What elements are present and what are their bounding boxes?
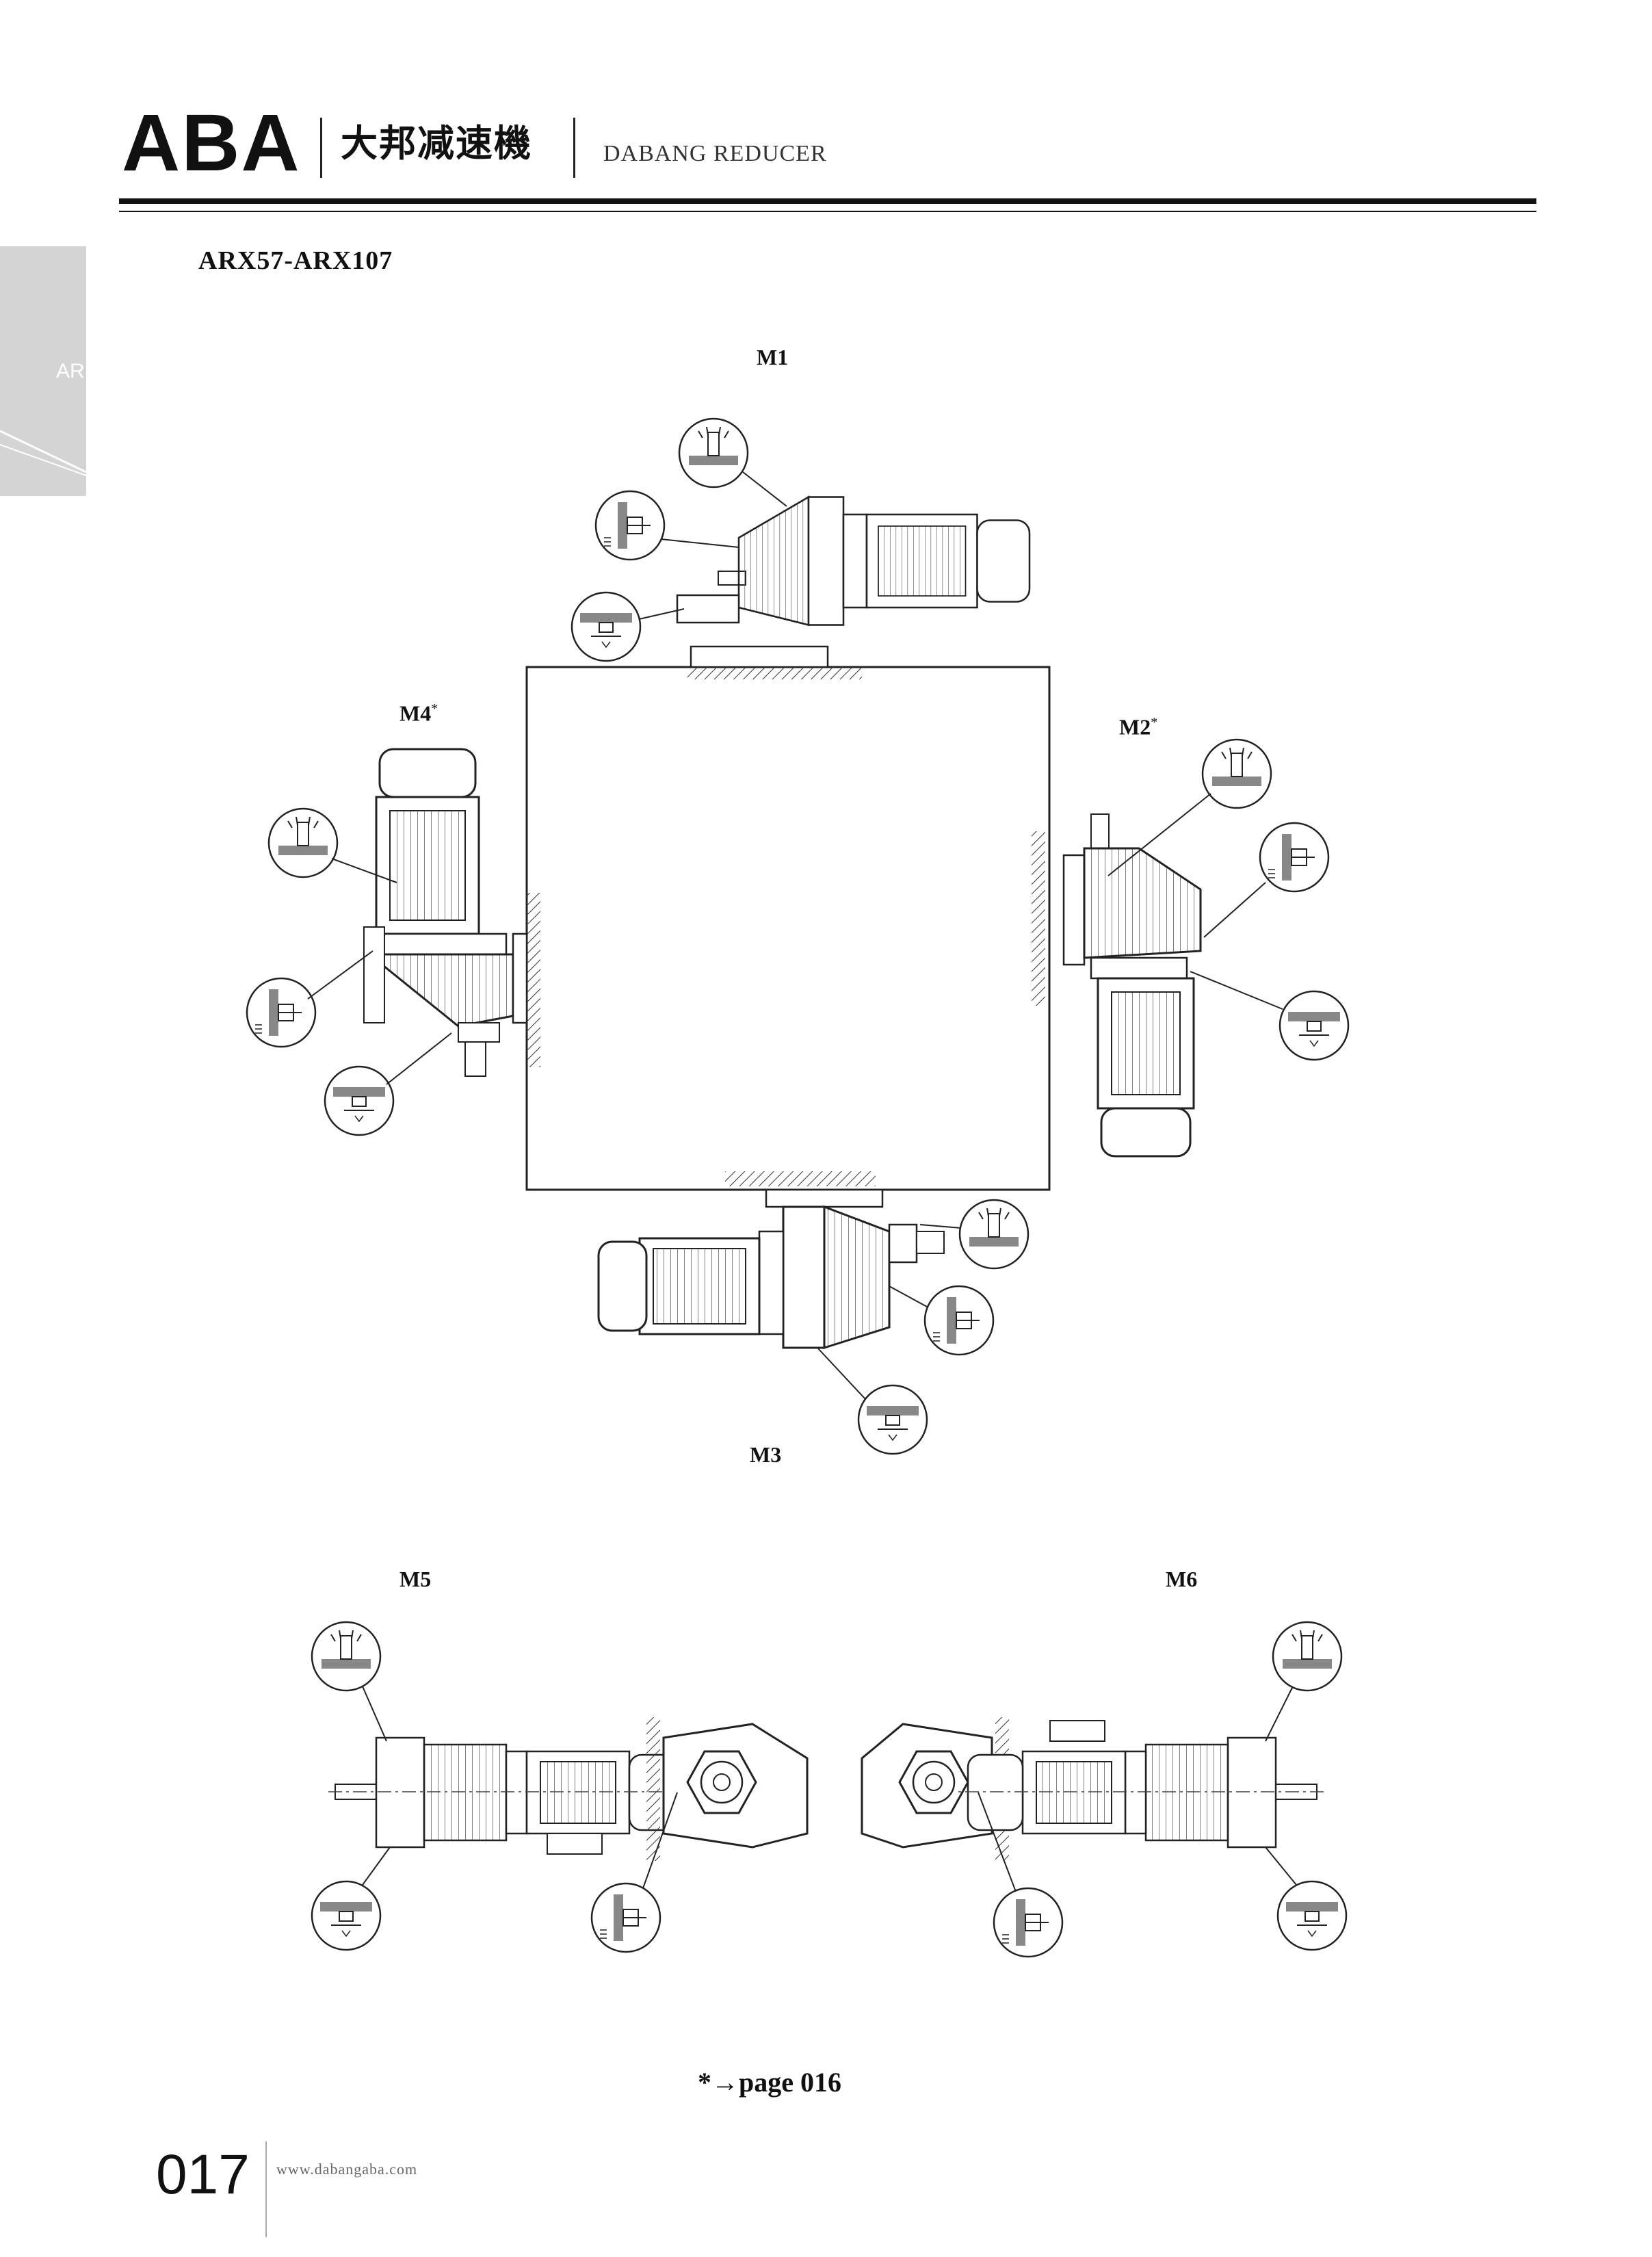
m3-gear-unit <box>597 1188 945 1350</box>
company-name-en: DABANG REDUCER <box>603 141 827 166</box>
m3-floor <box>725 1171 876 1186</box>
m6-gear-unit <box>954 1720 1324 1849</box>
mounting-frame <box>525 666 1051 1191</box>
m4-wall <box>527 893 540 1067</box>
page-number: 017 <box>156 2143 250 2206</box>
m1-gear-unit <box>676 495 1031 679</box>
label-m2: M2* <box>1119 714 1158 740</box>
m5-end-view <box>646 1717 809 1861</box>
section-title: ARX57-ARX107 <box>198 246 393 275</box>
page-reference-link[interactable]: *→page 016 <box>698 2067 841 2098</box>
label-m5: M5 <box>399 1567 432 1591</box>
side-tab-label: AR <box>56 360 85 382</box>
footer-divider <box>265 2141 267 2237</box>
company-name-cn: 大邦减速機 <box>341 122 532 165</box>
header-divider <box>320 118 322 178</box>
brand-logo: ABA <box>122 98 301 188</box>
label-m1: M1 <box>757 345 789 369</box>
section-side-tab[interactable] <box>0 246 86 496</box>
header-rule-thin <box>119 211 1536 212</box>
label-m3: M3 <box>750 1442 782 1467</box>
m2-gear-unit <box>1062 813 1202 1158</box>
label-m6: M6 <box>1166 1567 1198 1591</box>
header-rule <box>119 198 1536 204</box>
m2-wall <box>1032 831 1045 1006</box>
label-m4: M4* <box>399 701 438 726</box>
m4-gear-unit <box>363 748 528 1077</box>
side-tab-diagonal <box>0 430 86 476</box>
website-url[interactable]: www.dabangaba.com <box>276 2161 418 2178</box>
header-divider <box>573 118 575 178</box>
m5-gear-unit <box>328 1736 698 1855</box>
